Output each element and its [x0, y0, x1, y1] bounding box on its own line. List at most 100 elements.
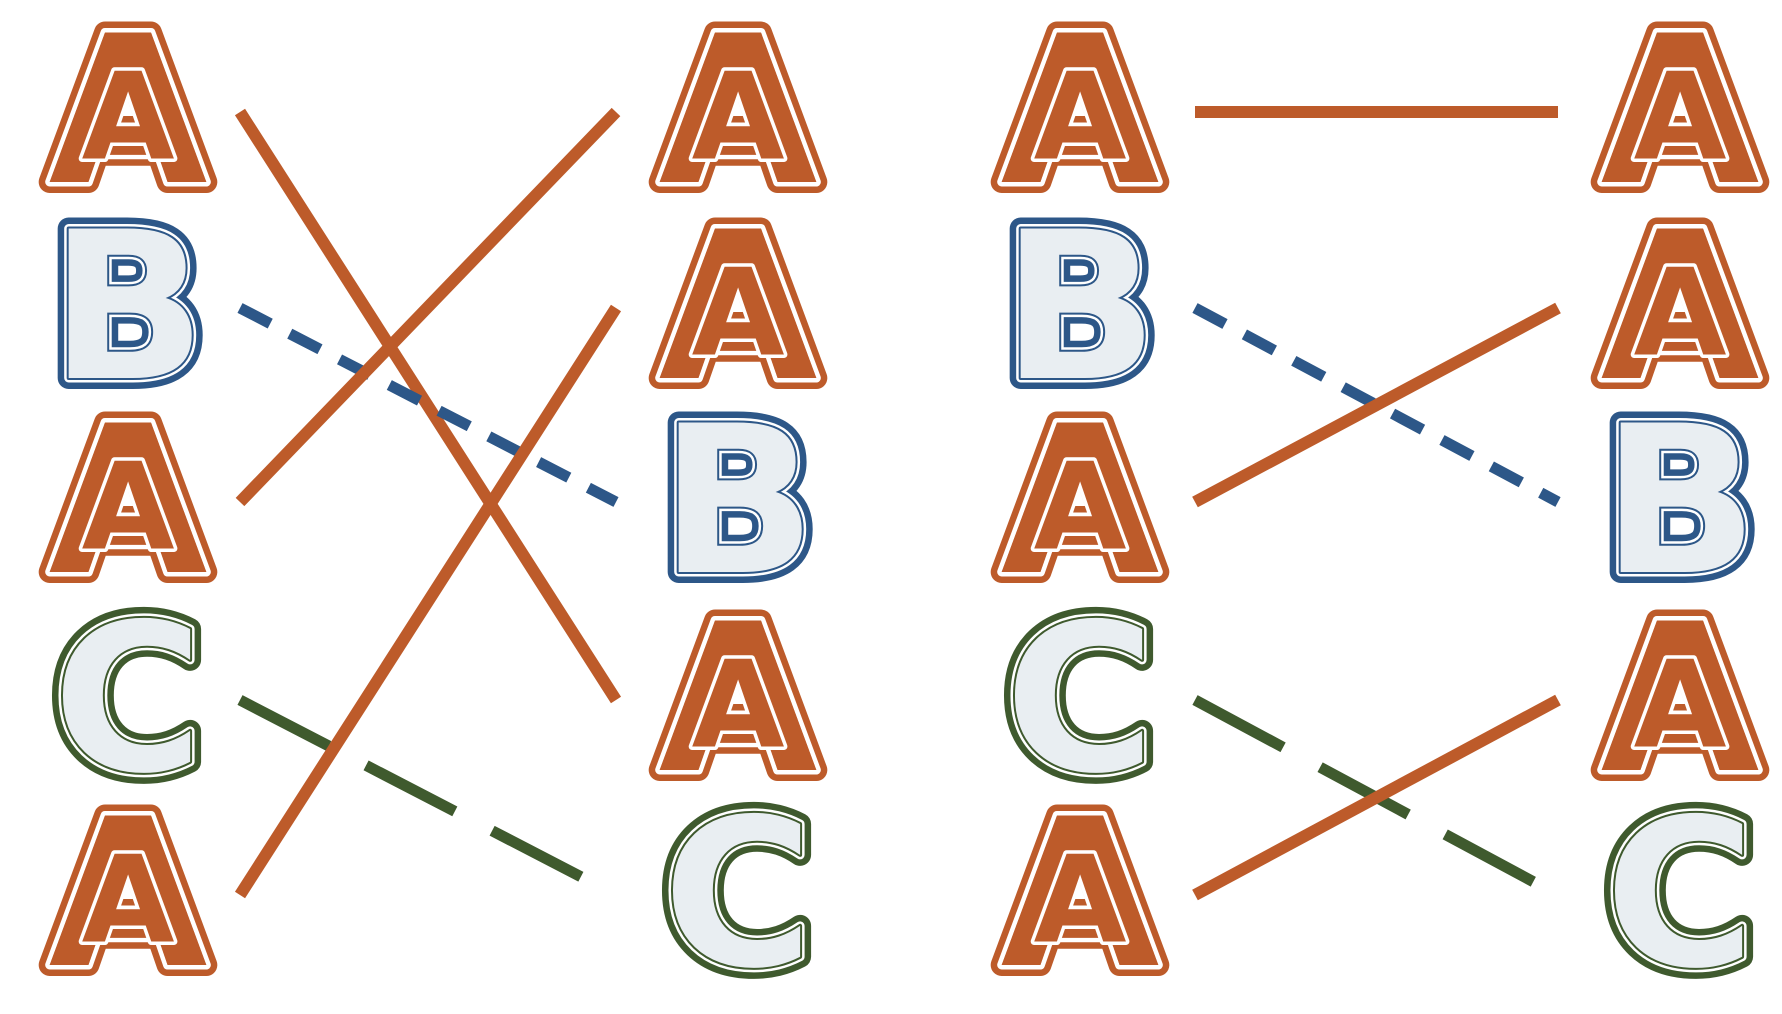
- svg-text:A: A: [49, 776, 208, 1014]
- svg-text:C: C: [1605, 776, 1755, 1014]
- svg-text:A: A: [1001, 383, 1160, 621]
- svg-text:A: A: [1634, 637, 1727, 776]
- left-connector-a-4: [234, 304, 622, 899]
- svg-text:A: A: [692, 49, 785, 188]
- svg-text:B: B: [660, 383, 816, 621]
- svg-text:A: A: [692, 245, 785, 384]
- left-left-letter-c-3: CCC: [42, 570, 214, 830]
- svg-text:A: A: [1601, 189, 1760, 427]
- svg-text:A: A: [1001, 776, 1160, 1014]
- svg-text:A: A: [82, 439, 175, 578]
- svg-text:A: A: [49, 776, 208, 1014]
- svg-text:A: A: [49, 776, 208, 1014]
- right-connector-a-2: [1192, 302, 1561, 508]
- svg-text:B: B: [1002, 189, 1158, 427]
- svg-text:A: A: [1601, 0, 1760, 231]
- svg-text:A: A: [659, 189, 818, 427]
- left-connector-a-0: [234, 108, 622, 704]
- svg-text:A: A: [659, 581, 818, 819]
- svg-text:B: B: [50, 189, 206, 427]
- svg-text:A: A: [1601, 581, 1760, 819]
- svg-text:A: A: [659, 189, 818, 427]
- svg-text:C: C: [53, 581, 203, 819]
- svg-text:C: C: [1005, 581, 1155, 819]
- right-left-letter-c-3: CCC: [994, 570, 1166, 830]
- svg-text:A: A: [1601, 189, 1760, 427]
- svg-text:C: C: [1005, 581, 1155, 819]
- right-right-letter-b-2: BBB: [1591, 372, 1769, 632]
- svg-text:B: B: [50, 189, 206, 427]
- svg-text:A: A: [49, 0, 208, 231]
- svg-text:B: B: [50, 189, 206, 427]
- svg-text:A: A: [659, 581, 818, 819]
- svg-text:B: B: [660, 383, 816, 621]
- left-connector-b-1: [237, 303, 619, 507]
- svg-text:C: C: [1005, 581, 1155, 819]
- svg-text:A: A: [82, 49, 175, 188]
- right-left-letter-b-1: BBB: [991, 178, 1169, 438]
- right-right-letter-c-4: CCC: [1594, 765, 1766, 1014]
- left-connector-c-3: [237, 695, 619, 900]
- svg-text:A: A: [1634, 49, 1727, 188]
- left-right-letter-c-4: CCC: [652, 765, 824, 1014]
- svg-text:A: A: [1601, 189, 1760, 427]
- svg-text:A: A: [49, 0, 208, 231]
- svg-text:A: A: [49, 383, 208, 621]
- svg-text:B: B: [1602, 383, 1758, 621]
- svg-text:A: A: [659, 0, 818, 231]
- svg-text:A: A: [1601, 581, 1760, 819]
- svg-text:C: C: [663, 776, 813, 1014]
- svg-text:A: A: [49, 383, 208, 621]
- left-right-letter-b-2: BBB: [649, 372, 827, 632]
- svg-text:A: A: [1601, 0, 1760, 231]
- svg-text:A: A: [49, 0, 208, 231]
- svg-text:A: A: [1001, 383, 1160, 621]
- svg-text:B: B: [660, 383, 816, 621]
- svg-text:A: A: [1001, 776, 1160, 1014]
- svg-text:B: B: [1602, 383, 1758, 621]
- svg-text:A: A: [1001, 776, 1160, 1014]
- svg-text:A: A: [1634, 245, 1727, 384]
- svg-text:B: B: [1602, 383, 1758, 621]
- svg-text:C: C: [1605, 776, 1755, 1014]
- svg-text:A: A: [659, 581, 818, 819]
- svg-text:A: A: [1034, 439, 1127, 578]
- svg-text:C: C: [53, 581, 203, 819]
- svg-text:C: C: [663, 776, 813, 1014]
- svg-text:A: A: [692, 637, 785, 776]
- svg-text:A: A: [1001, 0, 1160, 231]
- svg-text:C: C: [663, 776, 813, 1014]
- svg-text:A: A: [1034, 832, 1127, 971]
- left-connector-a-2: [235, 107, 621, 507]
- svg-text:A: A: [1001, 0, 1160, 231]
- svg-text:A: A: [659, 0, 818, 231]
- svg-text:C: C: [53, 581, 203, 819]
- right-connector-b-1: [1192, 303, 1561, 507]
- left-left-letter-b-1: BBB: [39, 178, 217, 438]
- svg-text:A: A: [659, 0, 818, 231]
- svg-text:A: A: [49, 383, 208, 621]
- svg-text:A: A: [1034, 49, 1127, 188]
- svg-text:B: B: [1002, 189, 1158, 427]
- svg-text:A: A: [1001, 383, 1160, 621]
- svg-text:A: A: [82, 832, 175, 971]
- svg-text:C: C: [1605, 776, 1755, 1014]
- svg-text:A: A: [1601, 0, 1760, 231]
- right-connector-a-4: [1192, 694, 1561, 901]
- svg-text:A: A: [1601, 581, 1760, 819]
- svg-text:A: A: [1001, 0, 1160, 231]
